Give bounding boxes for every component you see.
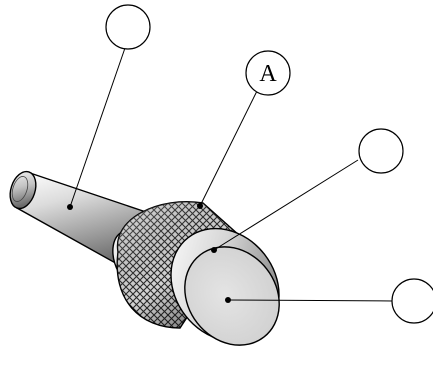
end-face [184,246,280,346]
leader-face [227,299,394,302]
shaft-tip-inner [11,176,29,202]
dot-collar [211,247,217,253]
dot-knurl [197,203,203,209]
leader-collar [213,159,359,251]
dot-face [225,297,231,303]
callout-collar [358,128,404,174]
dot-shaft [67,204,73,210]
callout-knurl: A [245,50,291,96]
callout-face [391,278,433,324]
leader-shaft [69,47,126,208]
leader-knurl [199,90,258,207]
callout-knurl-label: A [259,61,277,87]
callout-shaft [105,4,151,50]
